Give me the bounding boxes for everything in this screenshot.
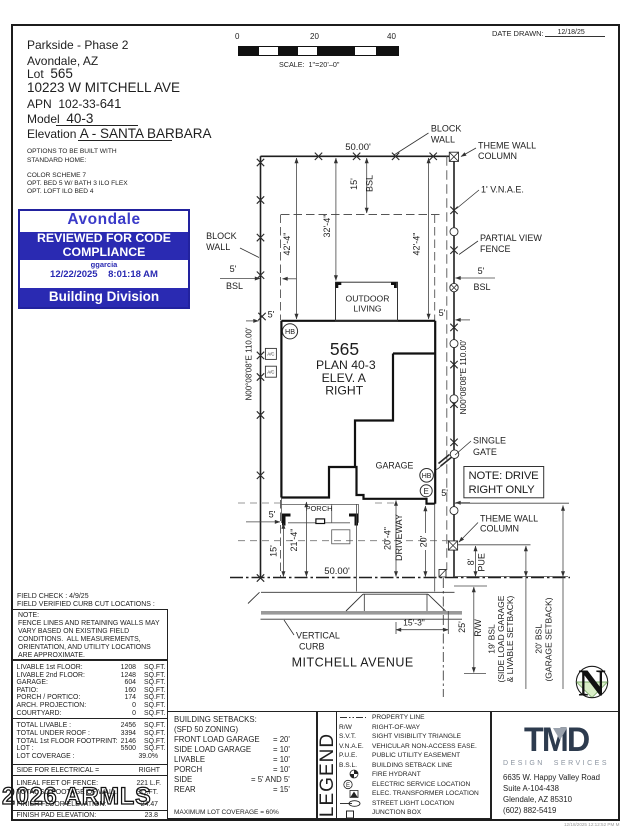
svg-text:PARTIAL VIEW: PARTIAL VIEW <box>480 233 542 243</box>
svg-text:19' BSL: 19' BSL <box>487 624 497 654</box>
svg-text:25': 25' <box>457 621 467 633</box>
svg-text:BSL: BSL <box>473 282 490 292</box>
svg-text:VERTICAL: VERTICAL <box>296 631 340 641</box>
svg-text:A/C: A/C <box>267 370 274 375</box>
svg-text:5': 5' <box>230 264 237 274</box>
svg-text:A/C: A/C <box>267 352 274 357</box>
svg-text:NOTE: DRIVE: NOTE: DRIVE <box>469 470 540 482</box>
svg-text:ELEV. A: ELEV. A <box>322 371 367 385</box>
svg-text:5': 5' <box>439 308 446 318</box>
svg-text:LIVING: LIVING <box>353 304 381 314</box>
svg-text:COLUMN: COLUMN <box>478 151 517 161</box>
svg-text:N: N <box>578 663 605 705</box>
svg-text:WALL: WALL <box>431 135 455 145</box>
svg-text:MITCHELL AVENUE: MITCHELL AVENUE <box>292 656 414 670</box>
svg-text:20': 20' <box>419 535 429 547</box>
svg-text:E: E <box>424 487 429 496</box>
svg-text:RIGHT ONLY: RIGHT ONLY <box>469 484 536 496</box>
svg-text:GARAGE: GARAGE <box>376 461 414 471</box>
svg-text:SINGLE: SINGLE <box>473 436 506 446</box>
svg-text:(SIDE LOAD GARAGE: (SIDE LOAD GARAGE <box>496 595 506 682</box>
svg-text:FENCE: FENCE <box>480 244 511 254</box>
svg-text:5': 5' <box>269 510 276 520</box>
svg-text:50.00': 50.00' <box>345 142 371 153</box>
svg-text:PORCH: PORCH <box>305 504 332 513</box>
svg-text:5': 5' <box>478 266 485 276</box>
svg-text:15': 15' <box>349 178 359 190</box>
svg-text:5': 5' <box>441 488 448 498</box>
svg-text:E: E <box>346 783 350 789</box>
svg-text:THEME WALL: THEME WALL <box>480 514 538 524</box>
svg-text:WALL: WALL <box>206 242 230 252</box>
svg-text:BSL: BSL <box>365 175 375 192</box>
svg-text:20' BSL: 20' BSL <box>533 624 543 654</box>
svg-text:8': 8' <box>466 558 476 565</box>
svg-text:R/W: R/W <box>473 619 483 637</box>
svg-text:5': 5' <box>268 310 275 320</box>
svg-text:21'-4": 21'-4" <box>289 529 299 552</box>
svg-text:(GARAGE SETBACK): (GARAGE SETBACK) <box>544 597 554 681</box>
svg-text:20'-4": 20'-4" <box>383 527 393 550</box>
svg-text:32'-4": 32'-4" <box>322 215 332 238</box>
svg-text:1' V.N.A.E.: 1' V.N.A.E. <box>481 185 524 195</box>
svg-text:GATE: GATE <box>473 447 497 457</box>
svg-text:N00°08'08"E 110.00': N00°08'08"E 110.00' <box>245 327 254 400</box>
svg-text:PUE: PUE <box>477 553 487 572</box>
svg-text:& LIVABLE SETBACK): & LIVABLE SETBACK) <box>505 595 515 682</box>
svg-text:15': 15' <box>269 545 279 557</box>
svg-text:DRIVEWAY: DRIVEWAY <box>394 514 404 561</box>
svg-text:COLUMN: COLUMN <box>480 524 519 534</box>
svg-text:HB: HB <box>422 473 432 480</box>
svg-text:BSL: BSL <box>226 281 243 291</box>
svg-text:N00°08'08"E 110.00': N00°08'08"E 110.00' <box>459 339 468 414</box>
svg-text:BLOCK: BLOCK <box>431 124 462 134</box>
svg-text:THEME WALL: THEME WALL <box>478 141 536 151</box>
svg-text:565: 565 <box>330 339 359 359</box>
svg-text:15'-3": 15'-3" <box>403 618 425 628</box>
svg-text:BLOCK: BLOCK <box>206 231 237 241</box>
svg-text:PLAN 40-3: PLAN 40-3 <box>316 358 376 372</box>
svg-text:OUTDOOR: OUTDOOR <box>346 294 390 304</box>
svg-text:RIGHT: RIGHT <box>325 384 363 398</box>
svg-text:42'-4": 42'-4" <box>282 233 292 256</box>
svg-text:50.00': 50.00' <box>324 566 350 577</box>
svg-text:42'-4": 42'-4" <box>412 233 422 256</box>
svg-text:HB: HB <box>285 327 295 336</box>
svg-text:CURB: CURB <box>299 642 325 652</box>
